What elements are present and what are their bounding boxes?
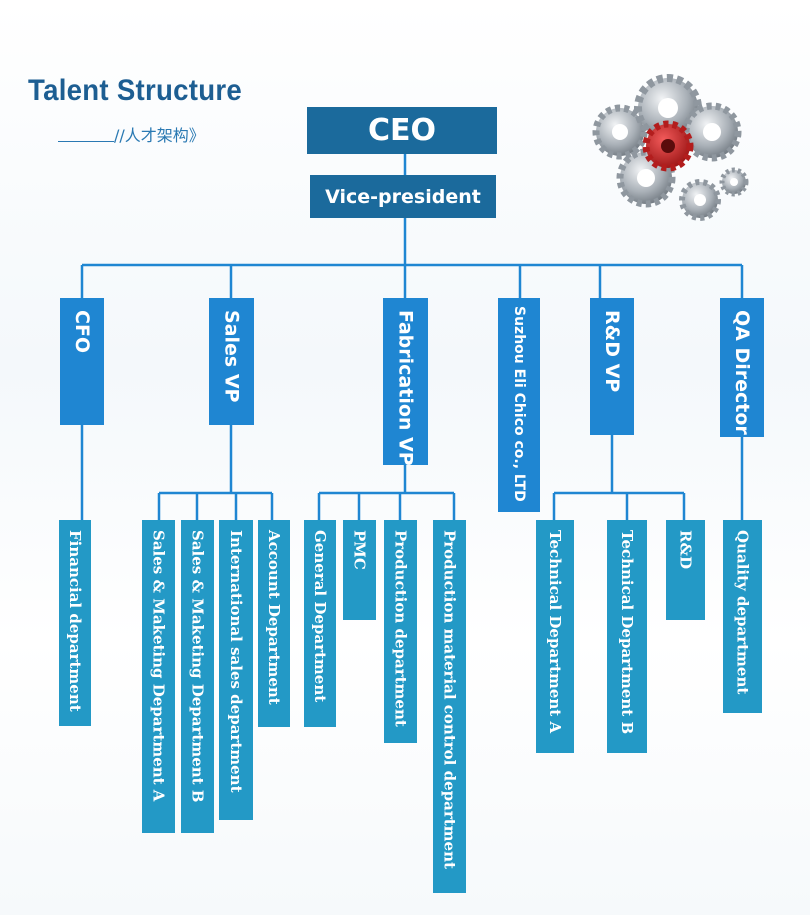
sales-marketing-b-box: Sales & Maketing Department B xyxy=(181,520,214,833)
pmc-label: PMC xyxy=(350,530,369,570)
production-material-control-box: Production material control department xyxy=(433,520,466,893)
general-department-label: General Department xyxy=(311,530,329,703)
rd-department-box: R&D xyxy=(666,520,705,620)
financial-department-label: Financial department xyxy=(66,530,84,712)
international-sales-label: International sales department xyxy=(227,530,245,793)
page-subtitle: //人才架构》 xyxy=(114,122,205,146)
gear-left xyxy=(592,104,648,160)
sales-vp-box: Sales VP xyxy=(209,298,254,425)
suzhou-company-label: Suzhou Eli Chico co., LTD xyxy=(511,306,527,502)
account-department-box: Account Department xyxy=(258,520,290,727)
subtitle-prefix: // xyxy=(114,126,125,145)
rd-vp-box: R&D VP xyxy=(590,298,634,435)
ceo-label: CEO xyxy=(367,113,436,148)
gear-right xyxy=(682,102,742,162)
technical-department-a-box: Technical Department A xyxy=(536,520,574,753)
technical-department-b-label: Technical Department B xyxy=(618,530,636,735)
production-department-box: Production department xyxy=(384,520,417,743)
gear-small xyxy=(719,167,749,197)
rd-department-label: R&D xyxy=(676,530,695,570)
technical-department-b-box: Technical Department B xyxy=(607,520,647,753)
sales-vp-label: Sales VP xyxy=(220,310,243,403)
international-sales-box: International sales department xyxy=(219,520,253,820)
suzhou-company-box: Suzhou Eli Chico co., LTD xyxy=(498,298,540,512)
vice-president-box: Vice-president xyxy=(310,175,496,218)
gear-bottom-right xyxy=(679,179,721,221)
ceo-box: CEO xyxy=(307,107,497,154)
technical-department-a-label: Technical Department A xyxy=(546,530,564,734)
production-department-label: Production department xyxy=(391,530,410,727)
sales-marketing-a-box: Sales & Maketing Department A xyxy=(142,520,175,833)
gears-icon xyxy=(592,74,749,221)
account-department-label: Account Department xyxy=(265,530,283,705)
fabrication-vp-box: Fabrication VP xyxy=(383,298,428,466)
quality-department-label: Quality department xyxy=(733,530,752,695)
pmc-box: PMC xyxy=(343,520,376,620)
sales-marketing-a-label: Sales & Maketing Department A xyxy=(149,530,168,802)
qa-director-box: QA Director xyxy=(720,298,764,437)
subtitle-text: 人才架构》 xyxy=(124,126,205,145)
page-title: Talent Structure xyxy=(28,74,243,107)
financial-department-box: Financial department xyxy=(59,520,91,726)
rd-vp-label: R&D VP xyxy=(601,310,623,393)
fabrication-vp-label: Fabrication VP xyxy=(394,310,417,466)
quality-department-box: Quality department xyxy=(723,520,762,713)
production-material-control-label: Production material control department xyxy=(440,530,459,869)
subtitle-underline xyxy=(58,141,114,142)
cfo-box: CFO xyxy=(60,298,104,425)
cfo-label: CFO xyxy=(71,310,93,354)
general-department-box: General Department xyxy=(304,520,336,727)
gear-top xyxy=(634,74,702,142)
qa-director-label: QA Director xyxy=(731,310,753,435)
gear-red-accent xyxy=(642,120,694,172)
sales-marketing-b-label: Sales & Maketing Department B xyxy=(188,530,207,803)
vice-president-label: Vice-president xyxy=(325,185,481,208)
